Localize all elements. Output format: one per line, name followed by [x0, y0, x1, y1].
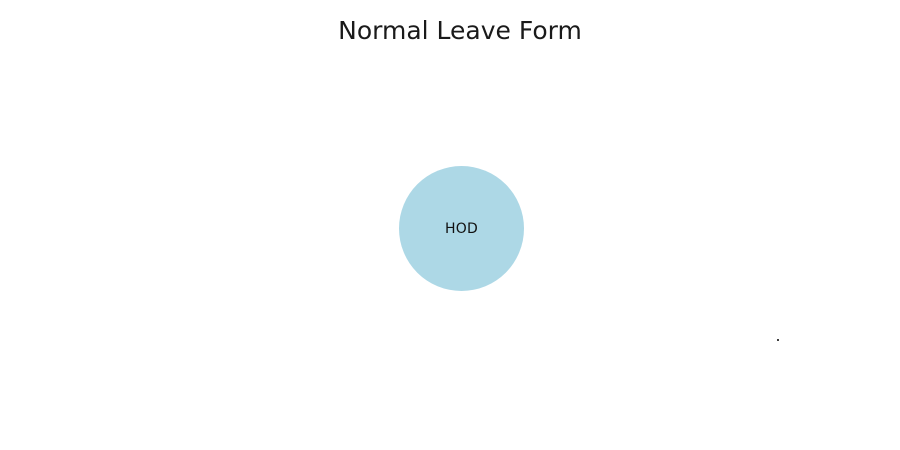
node-label: HOD — [445, 220, 478, 237]
node-hod: HOD — [399, 166, 524, 291]
diagram-title: Normal Leave Form — [338, 16, 582, 45]
stray-point-marker — [777, 339, 779, 341]
